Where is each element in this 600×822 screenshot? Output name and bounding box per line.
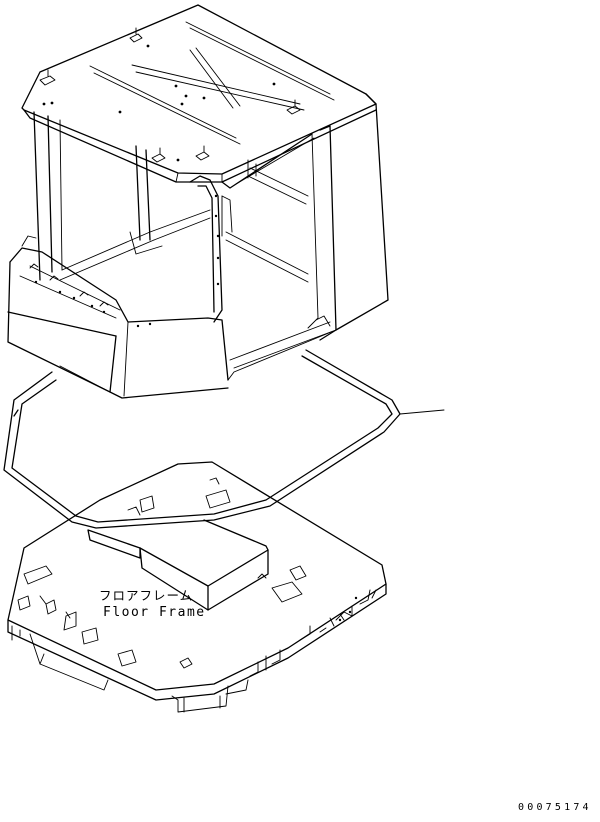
floor-frame [7,461,387,713]
document-number: 00075174 [518,802,592,813]
floor-frame-label-jp: フロアフレーム [99,588,193,603]
cab-body [7,4,389,399]
floor-frame-label-en: Floor Frame [103,605,206,620]
cab-seal [3,349,445,529]
